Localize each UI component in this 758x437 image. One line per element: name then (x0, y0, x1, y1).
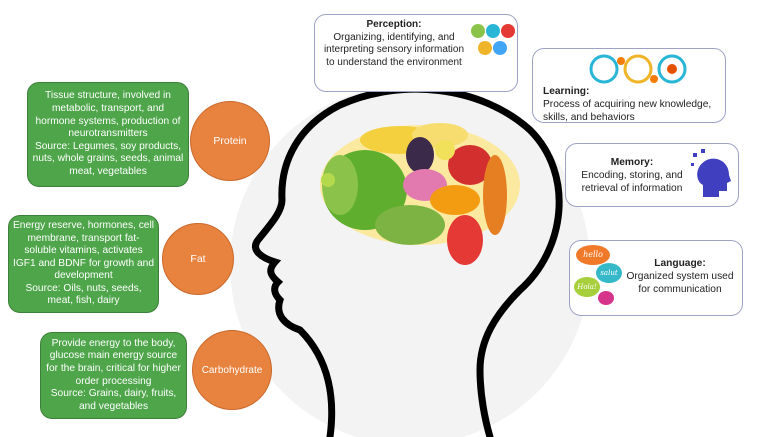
perception-text: Organizing, identifying, and interpretin… (323, 31, 465, 68)
speech-bubbles-icon: hello salut Hola! (574, 245, 624, 311)
smile-bubble (598, 291, 614, 305)
memory-title: Memory: (610, 157, 654, 168)
learning-text: Process of acquiring new knowledge, skil… (543, 99, 712, 123)
carbohydrate-description-box: Provide energy to the body, glucose main… (40, 332, 187, 419)
protein-description-box: Tissue structure, involved in metabolic,… (27, 82, 189, 187)
fat-description: Energy reserve, hormones, cell membrane,… (13, 219, 154, 282)
learning-title: Learning: (543, 86, 590, 97)
head-outline (251, 85, 563, 437)
learning-box: Learning: Process of acquiring new knowl… (532, 48, 726, 123)
head-puzzle-icon (691, 149, 731, 197)
fat-description-box: Energy reserve, hormones, cell membrane,… (8, 215, 159, 313)
memory-text: Encoding, storing, and retrieval of info… (581, 170, 683, 194)
carbohydrate-source: Source: Grains, dairy, fruits, and veget… (50, 388, 177, 412)
language-title: Language: (654, 258, 706, 269)
gears-icon (589, 54, 687, 84)
language-text: Organized system used for communication (626, 271, 734, 295)
carbohydrate-description: Provide energy to the body, glucose main… (46, 337, 181, 387)
perception-title: Perception: (366, 19, 422, 30)
perception-box: Perception: Organizing, identifying, and… (314, 14, 518, 92)
fruit-vegetable-brain (320, 123, 520, 265)
protein-description: Tissue structure, involved in metabolic,… (35, 90, 181, 140)
senses-icon (471, 24, 515, 55)
carbohydrate-circle: Carbohydrate (192, 330, 272, 410)
salut-bubble: salut (596, 263, 622, 283)
protein-circle: Protein (190, 101, 270, 181)
language-box: Language: Organized system used for comm… (569, 240, 743, 316)
protein-source: Source: Legumes, soy products, nuts, who… (32, 140, 184, 177)
hola-bubble: Hola! (574, 277, 600, 297)
hello-bubble: hello (576, 245, 610, 265)
fat-circle: Fat (162, 223, 234, 295)
fat-source: Source: Oils, nuts, seeds, meat, fish, d… (25, 282, 142, 307)
memory-box: Memory: Encoding, storing, and retrieval… (565, 143, 739, 207)
